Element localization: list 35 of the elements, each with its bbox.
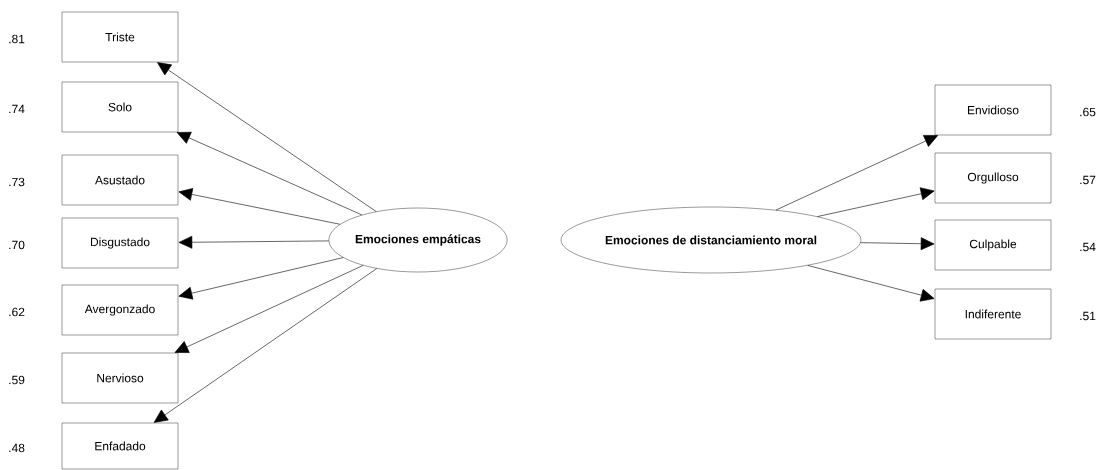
- variable-box: Asustado: [61, 154, 179, 206]
- loading-value: .73: [9, 177, 25, 187]
- arrow: [807, 265, 935, 302]
- variable-box: Orgulloso: [934, 152, 1052, 204]
- loading-value: .54: [1080, 242, 1096, 252]
- loading-value: .51: [1080, 311, 1096, 321]
- loading-value: .70: [9, 240, 25, 250]
- ellipse-node: Emociones empáticas: [328, 207, 508, 273]
- ellipse-node: Emociones de distanciamiento moral: [560, 206, 862, 274]
- arrow: [860, 237, 935, 251]
- arrow: [153, 268, 377, 423]
- loading-value: .59: [9, 375, 25, 385]
- variable-box: Avergonzado: [61, 284, 179, 336]
- loading-value: .62: [9, 307, 25, 317]
- loading-value: .48: [9, 443, 25, 453]
- arrow: [775, 135, 938, 211]
- arrow: [176, 131, 363, 216]
- arrow: [178, 235, 330, 249]
- variable-box: Disgustado: [61, 217, 179, 269]
- loading-value: .65: [1080, 107, 1096, 117]
- arrow: [174, 265, 364, 353]
- variable-box: Culpable: [934, 219, 1052, 271]
- loading-value: .81: [9, 34, 25, 44]
- variable-box: Indiferente: [934, 288, 1052, 340]
- arrow: [178, 257, 344, 300]
- variable-box: Triste: [61, 11, 179, 63]
- variable-box: Nervioso: [61, 352, 179, 404]
- loading-value: .74: [9, 104, 25, 114]
- variable-box: Solo: [61, 81, 179, 133]
- variable-box: Envidioso: [934, 84, 1052, 136]
- variable-box: Enfadado: [61, 422, 179, 470]
- arrow: [817, 187, 935, 217]
- arrow: [157, 62, 377, 212]
- arrow: [178, 188, 341, 225]
- loading-value: .57: [1080, 175, 1096, 185]
